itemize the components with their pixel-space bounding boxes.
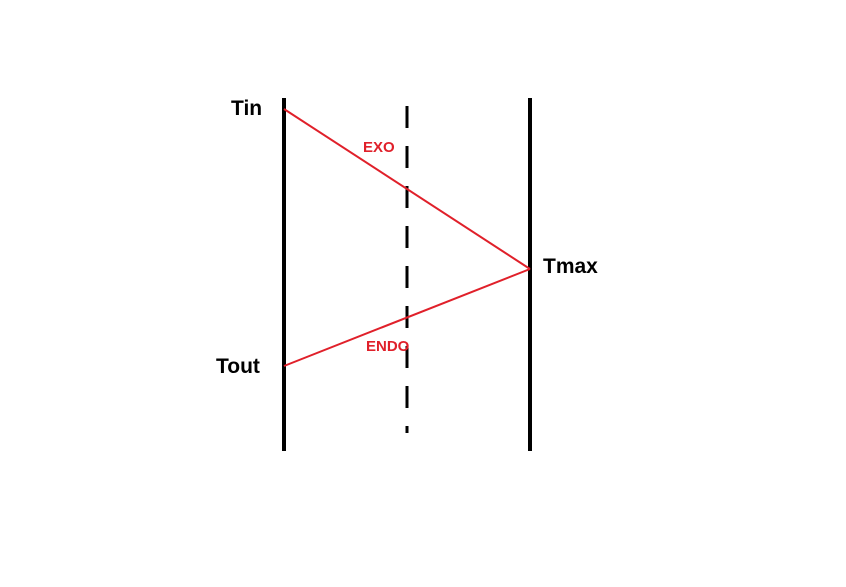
endo-process-line	[283, 268, 531, 367]
tout-label: Tout	[216, 355, 260, 378]
tin-label: Tin	[231, 97, 263, 120]
tmax-label: Tmax	[543, 255, 598, 278]
exo-process-line	[283, 108, 531, 270]
exo-label: EXO	[363, 139, 395, 156]
endo-label: ENDO	[366, 338, 410, 355]
